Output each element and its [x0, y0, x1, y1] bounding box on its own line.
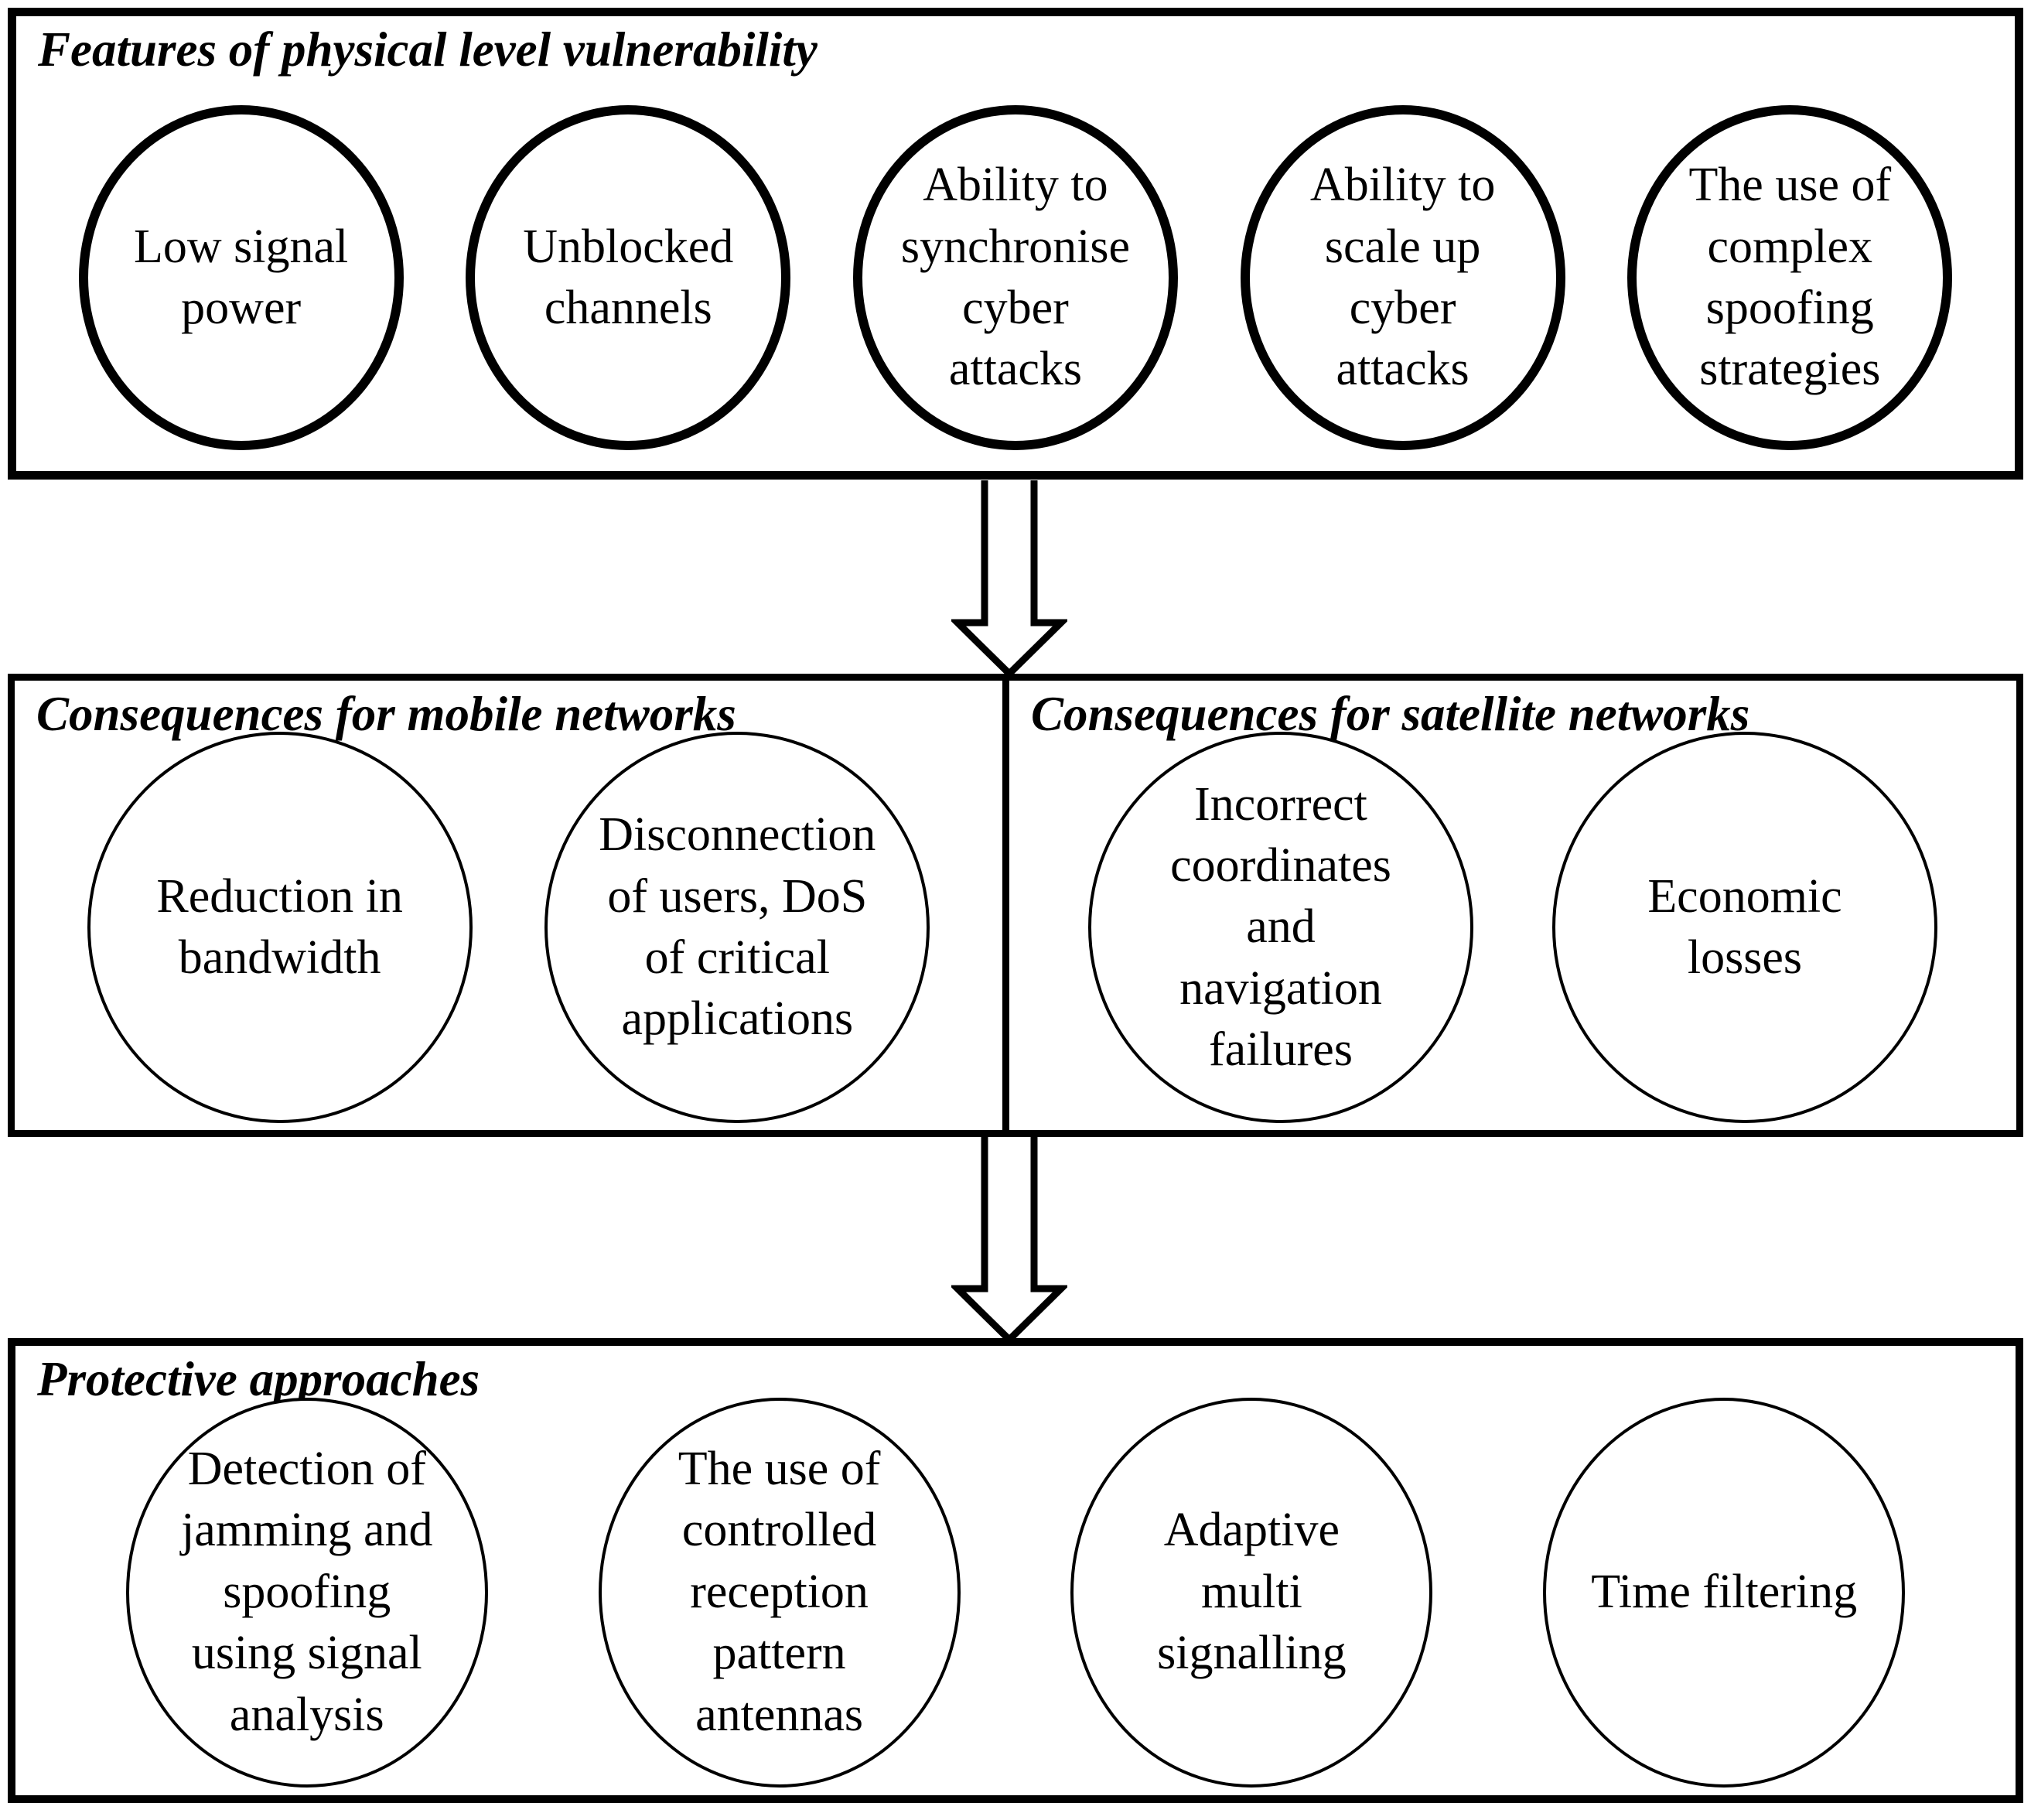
circle-controlled-reception-antennas: The use of controlled reception pattern …	[598, 1397, 961, 1788]
circle-scale-up-cyber-attacks: Ability to scale up cyber attacks	[1240, 105, 1565, 450]
circle-incorrect-coordinates: Incorrect coordinates and navigation fai…	[1088, 732, 1473, 1123]
mobile-consequences-section: Consequences for mobile networks Reducti…	[8, 674, 1009, 1137]
circle-synchronise-cyber-attacks: Ability to synchronise cyber attacks	[852, 105, 1178, 450]
circle-unblocked-channels: Unblocked channels	[466, 105, 791, 450]
circle-reduction-in-bandwidth: Reduction in bandwidth	[87, 732, 473, 1123]
satellite-circle-row: Incorrect coordinates and navigation fai…	[1009, 729, 2016, 1126]
block-arrow-down-2-icon	[951, 1137, 1067, 1340]
circle-low-signal-power: Low signal power	[78, 105, 404, 450]
block-arrow-down-1-icon	[951, 480, 1067, 674]
satellite-consequences-title: Consequences for satellite networks	[1031, 687, 1750, 741]
mobile-circle-row: Reduction in bandwidth Disconnection of …	[15, 729, 1002, 1126]
circle-complex-spoofing-strategies: The use of complex spoofing strategies	[1627, 105, 1953, 450]
features-section: Features of physical level vulnerability…	[8, 8, 2023, 480]
features-circle-row: Low signal power Unblocked channels Abil…	[16, 95, 2015, 460]
satellite-consequences-section: Consequences for satellite networks Inco…	[1009, 674, 2023, 1137]
circle-detection-jamming-spoofing: Detection of jamming and spoofing using …	[125, 1397, 488, 1788]
consequences-section: Consequences for mobile networks Reducti…	[8, 674, 2023, 1137]
circle-time-filtering: Time filtering	[1543, 1397, 1906, 1788]
circle-disconnection-dos: Disconnection of users, DoS of critical …	[544, 732, 930, 1123]
mobile-consequences-title: Consequences for mobile networks	[36, 687, 736, 741]
features-title: Features of physical level vulnerability	[38, 22, 818, 77]
circle-adaptive-multi-signalling: Adaptive multi signalling	[1070, 1397, 1433, 1788]
circle-economic-losses: Economic losses	[1552, 732, 1937, 1123]
protective-approaches-title: Protective approaches	[37, 1352, 480, 1406]
protective-circle-row: Detection of jamming and spoofing using …	[15, 1395, 2016, 1789]
protective-approaches-section: Protective approaches Detection of jammi…	[8, 1338, 2023, 1803]
